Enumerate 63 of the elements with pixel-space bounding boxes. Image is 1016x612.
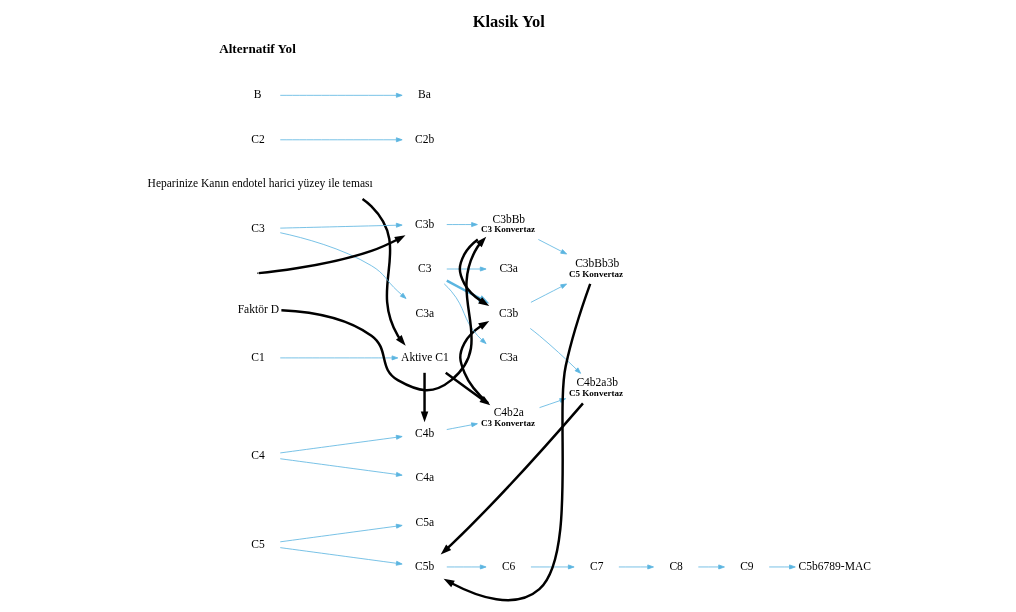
diagram-title: Klasik Yol — [472, 12, 545, 32]
node-text: C1 — [250, 350, 265, 363]
label: Alternatif Yol — [218, 41, 296, 57]
node-text: C3b — [414, 217, 434, 230]
node-label: C5 Konvertaz — [568, 268, 623, 279]
node-label: C5 Konvertaz — [568, 388, 623, 398]
arrow — [279, 547, 403, 566]
node-text: C8 — [668, 560, 683, 572]
arrow — [443, 283, 486, 344]
node-text: C3a — [498, 350, 518, 363]
node-text: C6 — [501, 560, 515, 572]
node-text: C3 — [417, 262, 431, 275]
node-text: C3bBb — [491, 212, 525, 225]
node-text: C4b2a3b — [575, 376, 618, 389]
arrow — [361, 198, 406, 346]
node-text: C2b — [414, 132, 434, 145]
node-text: C5 — [250, 537, 265, 550]
node-text: C4 — [250, 448, 265, 461]
arrow — [445, 222, 478, 227]
arrow — [280, 236, 486, 392]
node-text: Faktör D — [237, 303, 279, 316]
node-text: C5a — [414, 515, 434, 528]
node-text: C3a — [414, 306, 434, 319]
node-text: Aktive C1 — [400, 350, 449, 363]
arrow — [617, 564, 654, 570]
arrow — [445, 266, 486, 272]
node-text: Heparinize Kanın endotel harici yüzey ile teması — [147, 177, 373, 190]
node-text: C7 — [589, 560, 603, 572]
node-text: Ba — [417, 88, 431, 101]
node-label: C3 Konvertaz — [480, 417, 535, 428]
arrow — [279, 137, 403, 143]
arrow — [445, 564, 486, 570]
arrow — [440, 402, 584, 555]
node-text: C2 — [250, 132, 265, 145]
node-text: C3bBb3b — [574, 257, 619, 270]
node-text: C4a — [414, 471, 434, 484]
arrow — [258, 235, 405, 275]
arrow — [420, 372, 428, 423]
arrow — [697, 564, 725, 570]
arrow — [529, 328, 581, 374]
node-label: C3 Konvertaz — [480, 224, 535, 235]
arrow — [279, 355, 398, 361]
arrow — [279, 222, 403, 229]
arrow — [530, 283, 567, 303]
node-text: C5b — [414, 560, 434, 572]
node-text: C3 — [250, 221, 265, 234]
node-text: C4b2a — [493, 406, 524, 419]
node-text: C3b — [498, 306, 518, 319]
arrow — [445, 422, 478, 430]
node-text: B — [253, 88, 261, 101]
arrow — [530, 564, 575, 570]
arrow — [443, 283, 591, 602]
node-text: C3a — [498, 262, 518, 275]
arrow — [279, 232, 406, 299]
arrow — [279, 523, 403, 543]
node-text: C4b — [414, 426, 434, 439]
node-text: C5b6789-MAC — [798, 560, 871, 572]
node-text: C9 — [739, 560, 754, 572]
arrow — [279, 434, 403, 454]
arrow — [768, 564, 796, 570]
arrow — [279, 458, 403, 477]
arrow — [537, 239, 567, 255]
arrow — [279, 92, 403, 98]
